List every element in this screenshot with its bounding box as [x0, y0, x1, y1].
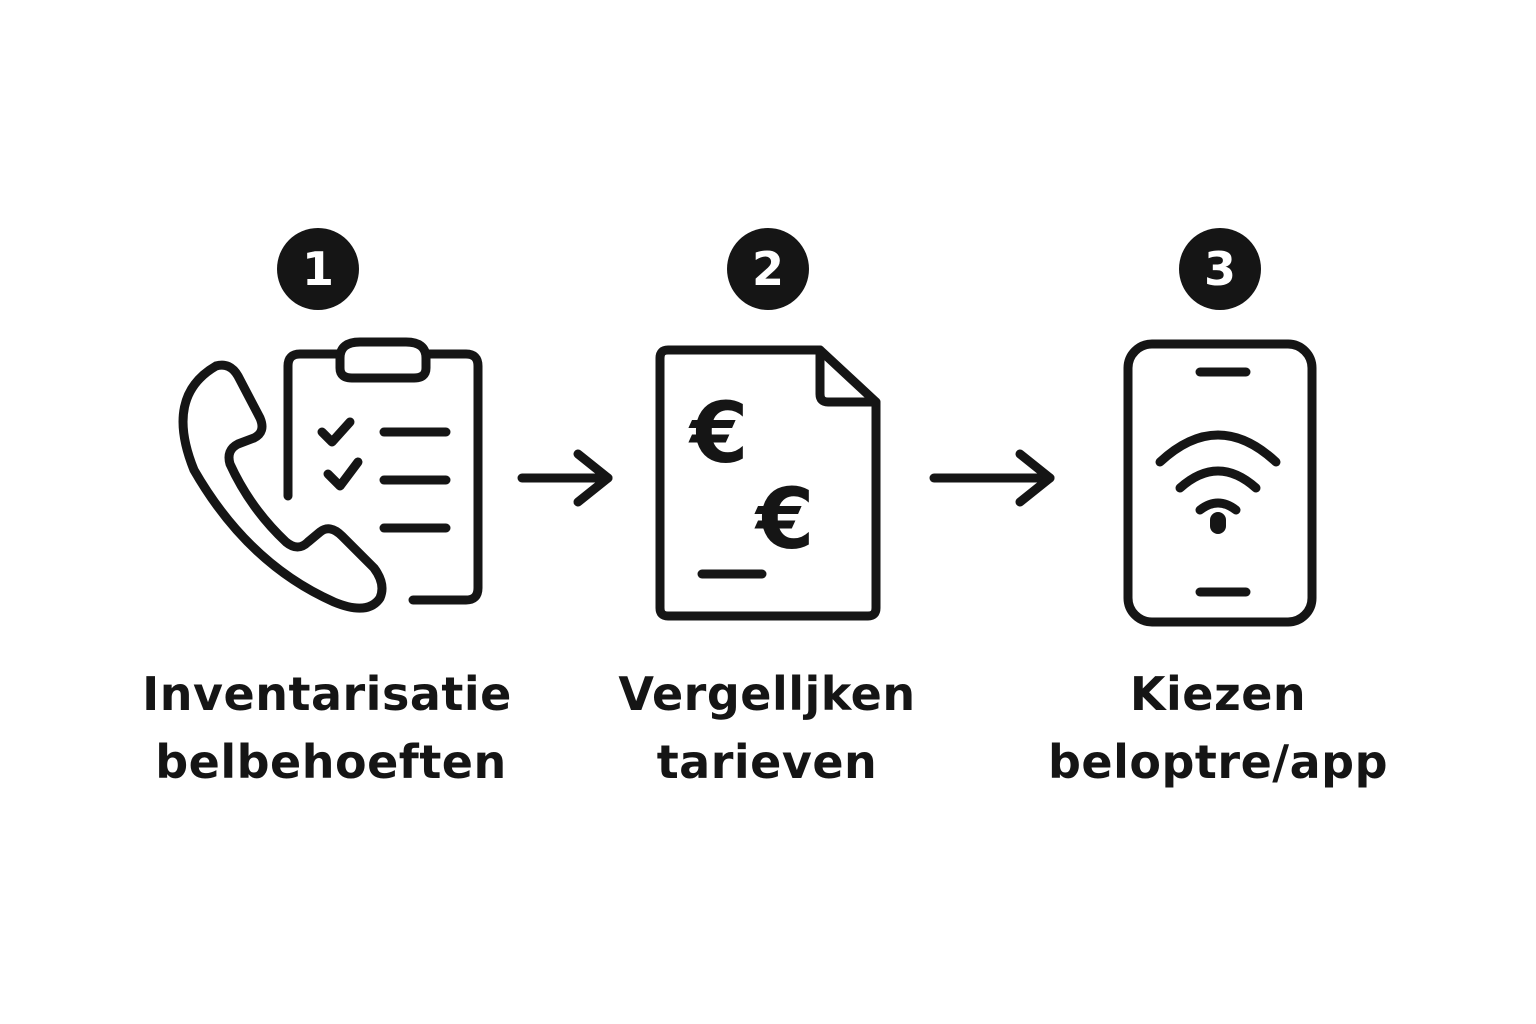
- phone-handset-icon: [178, 360, 387, 613]
- step-1-number-badge: 1: [277, 228, 359, 310]
- step-3-label: Kiezen beloptre/app: [1008, 660, 1428, 796]
- step-3-number-badge: 3: [1179, 228, 1261, 310]
- step-2-number-badge: 2: [727, 228, 809, 310]
- check-icon: [323, 457, 363, 491]
- arrow-right-icon: [929, 449, 1055, 507]
- step-1-label: Inventarisatie belbehoeften: [117, 660, 537, 796]
- wifi-icon: [1155, 430, 1281, 467]
- phone-clipboard-icon: [178, 337, 483, 613]
- smartphone-wifi-icon: [1123, 339, 1317, 627]
- step-3-label-line1: Kiezen: [1129, 667, 1307, 721]
- euro-symbol-top: €: [688, 384, 748, 482]
- euro-symbol-bottom: €: [754, 470, 814, 568]
- step-2-label-line1: Vergelljken: [618, 667, 916, 721]
- step-2-label-line2: tarieven: [656, 735, 878, 789]
- step-2-label: Vergelljken tarieven: [557, 660, 977, 796]
- check-icon: [317, 417, 355, 447]
- step-1-label-line1: Inventarisatie: [142, 667, 512, 721]
- euro-document-icon: € €: [655, 345, 881, 621]
- arrow-right-icon: [517, 449, 613, 507]
- step-3-label-line2: beloptre/app: [1048, 735, 1388, 789]
- step-1-label-line2: belbehoeften: [155, 735, 507, 789]
